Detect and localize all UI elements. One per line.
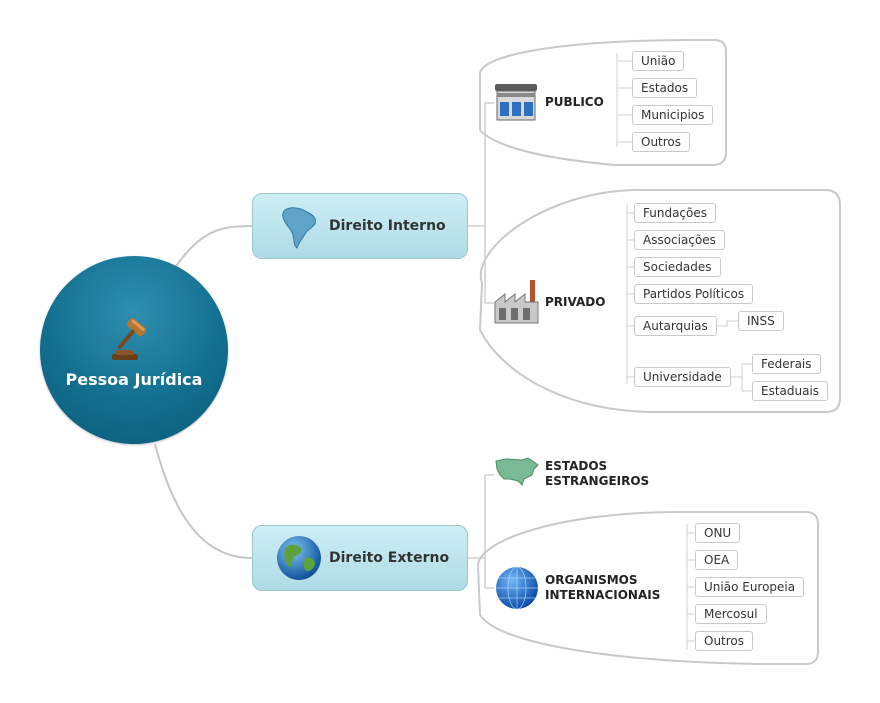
leaf-oea[interactable]: OEA bbox=[695, 550, 739, 570]
group-label-line: ORGANISMOS bbox=[545, 573, 638, 587]
leaf-estaduais[interactable]: Estaduais bbox=[752, 381, 829, 401]
outline-publico bbox=[478, 39, 727, 166]
branch-label-externo: Direito Externo bbox=[329, 550, 450, 566]
leaf-fundacoes[interactable]: Fundações bbox=[634, 203, 717, 223]
leaf-inss[interactable]: INSS bbox=[738, 311, 784, 331]
blue-globe-icon bbox=[496, 566, 538, 610]
branch-direito-interno[interactable]: Direito Interno bbox=[252, 193, 468, 259]
tree-universidade bbox=[730, 363, 752, 392]
group-label-organismos-internacionais: ORGANISMOS INTERNACIONAIS bbox=[545, 573, 660, 603]
branch-direito-externo[interactable]: Direito Externo bbox=[252, 525, 468, 591]
leaf-federais[interactable]: Federais bbox=[752, 354, 821, 374]
tree-autarquias bbox=[716, 320, 738, 327]
tree-publico bbox=[616, 53, 632, 147]
group-label-line: INTERNACIONAIS bbox=[545, 588, 661, 602]
leaf-partidos-politicos[interactable]: Partidos Políticos bbox=[634, 284, 754, 304]
building-icon bbox=[495, 84, 537, 121]
leaf-estados[interactable]: Estados bbox=[632, 78, 698, 98]
leaf-onu[interactable]: ONU bbox=[695, 523, 741, 543]
tree-organismos bbox=[686, 524, 695, 650]
leaf-sociedades[interactable]: Sociedades bbox=[634, 257, 721, 277]
root-node[interactable]: Pessoa Jurídica bbox=[40, 256, 228, 444]
group-label-line: ESTADOS bbox=[545, 459, 608, 473]
globe-icon bbox=[277, 536, 321, 580]
leaf-uniao-europeia[interactable]: União Europeia bbox=[695, 577, 805, 597]
leaf-municipios[interactable]: Municipios bbox=[632, 105, 714, 125]
connector-interno-groups bbox=[468, 102, 494, 304]
leaf-associacoes[interactable]: Associações bbox=[634, 230, 725, 250]
outline-organismos bbox=[476, 511, 819, 665]
leaf-outros-publico[interactable]: Outros bbox=[632, 132, 691, 152]
group-label-line: ESTRANGEIROS bbox=[545, 474, 650, 488]
factory-icon bbox=[494, 280, 539, 324]
south-america-icon bbox=[282, 207, 316, 249]
leaf-autarquias[interactable]: Autarquias bbox=[634, 316, 717, 336]
connector-externo-groups bbox=[468, 474, 494, 589]
group-label-publico: PUBLICO bbox=[545, 95, 604, 109]
connector-root-externo bbox=[154, 443, 253, 559]
leaf-uniao[interactable]: União bbox=[632, 51, 685, 71]
leaf-mercosul[interactable]: Mercosul bbox=[695, 604, 767, 624]
leaf-universidade[interactable]: Universidade bbox=[634, 367, 731, 387]
connector-root-interno bbox=[171, 225, 253, 273]
gavel-icon bbox=[112, 318, 147, 360]
group-label-privado: PRIVADO bbox=[545, 295, 606, 309]
outline-privado bbox=[478, 189, 841, 413]
root-label: Pessoa Jurídica bbox=[65, 370, 203, 389]
branch-label-interno: Direito Interno bbox=[329, 218, 446, 234]
usa-map-icon bbox=[495, 457, 539, 486]
tree-privado bbox=[626, 204, 634, 384]
group-label-estados-estrangeiros: ESTADOS ESTRANGEIROS bbox=[545, 459, 649, 489]
leaf-outros-organismos[interactable]: Outros bbox=[695, 631, 754, 651]
